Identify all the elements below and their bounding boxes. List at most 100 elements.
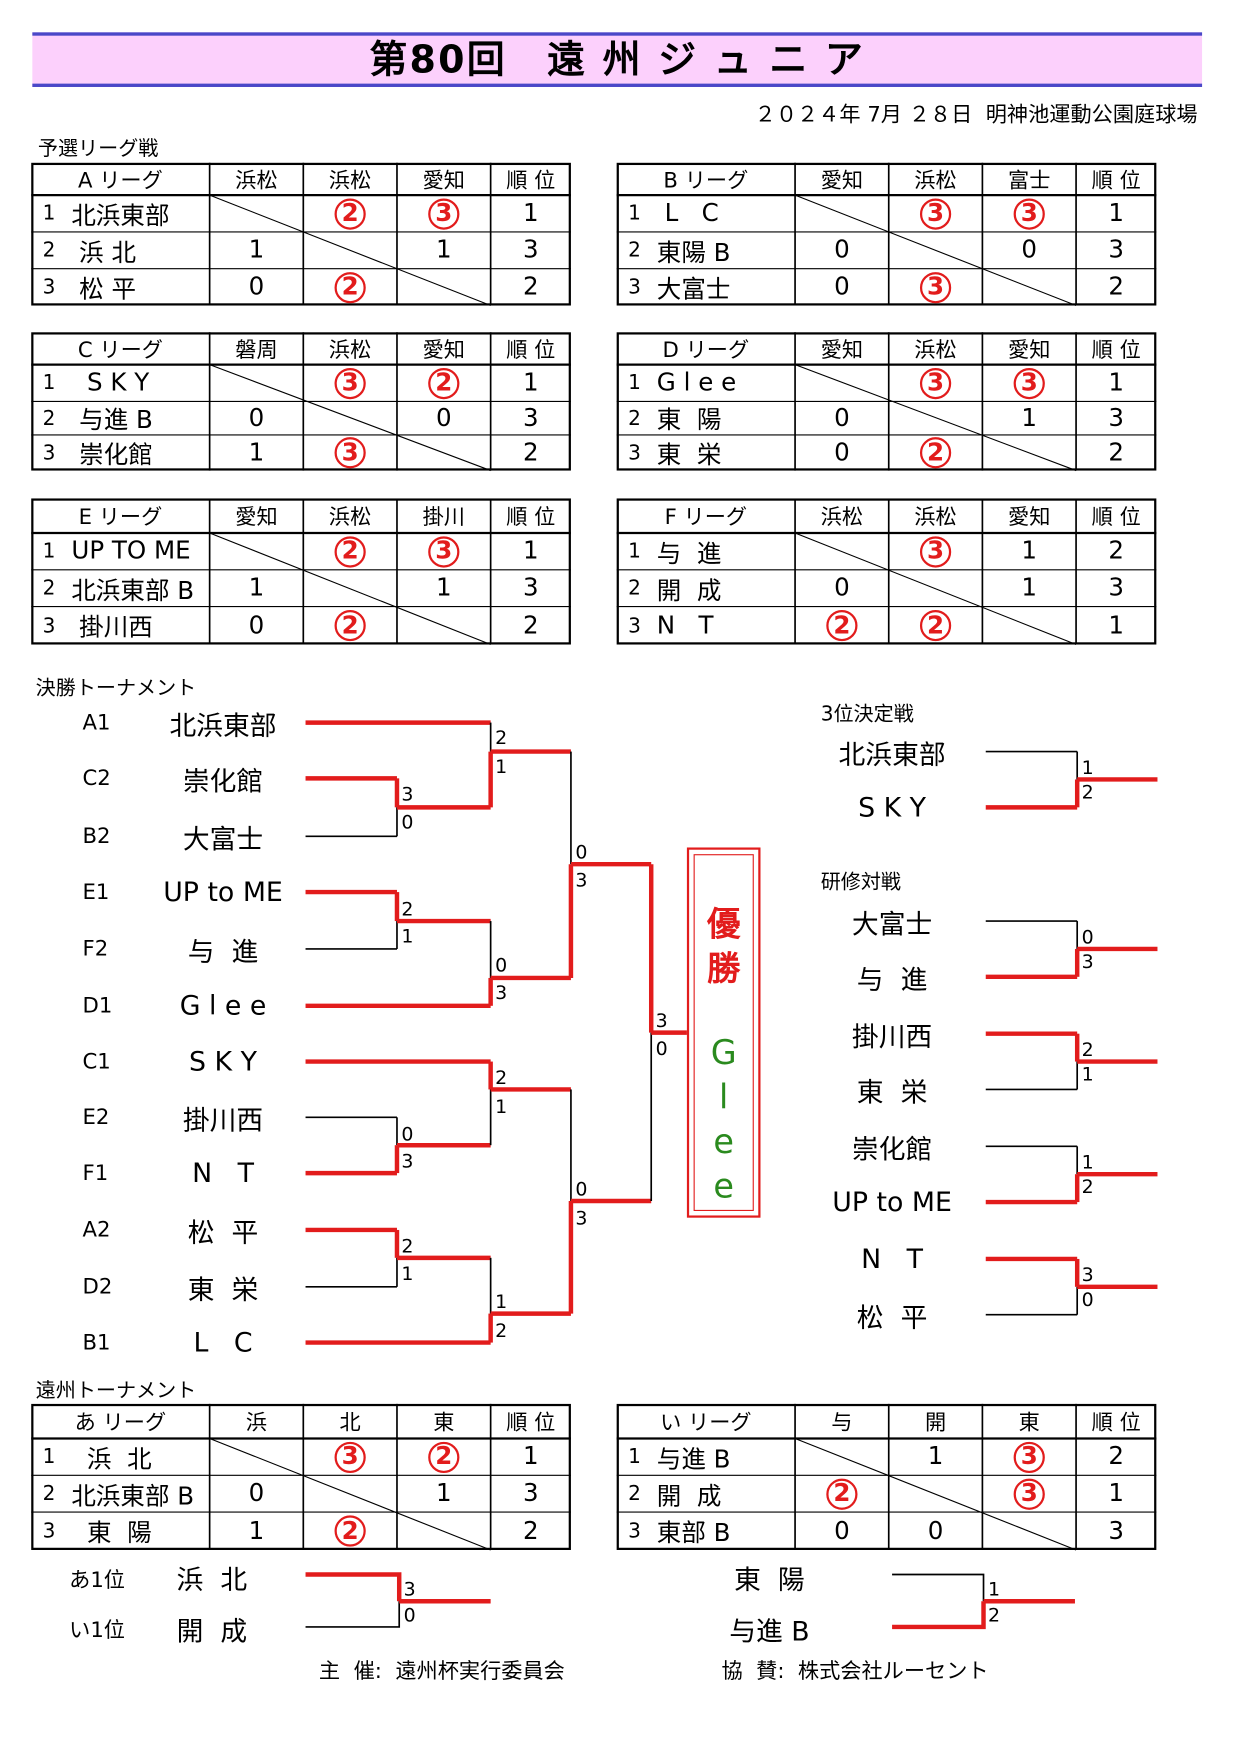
champion-team-char: l — [719, 1077, 729, 1117]
column-header: 浜松 — [914, 505, 957, 530]
team-name: 与進 B — [656, 1445, 731, 1474]
column-header: 浜松 — [328, 168, 372, 193]
side-score: 1 — [1081, 757, 1094, 780]
side-team: 掛川西 — [851, 1020, 933, 1053]
score-cell: 1 — [210, 232, 304, 269]
column-header: 浜松 — [820, 505, 864, 530]
training-label: 研修対戦 — [820, 870, 902, 895]
bracket-team: S K Y — [189, 1045, 257, 1078]
rank-value: 1 — [1108, 199, 1125, 228]
match-score: 3 — [401, 783, 414, 807]
score-cell: 1 — [210, 1512, 304, 1550]
score-value: 0 — [436, 404, 452, 433]
score-cell: 0 — [210, 269, 304, 306]
win-score: 3 — [919, 271, 952, 303]
win-score: 3 — [1013, 1478, 1045, 1510]
match-score: 3 — [575, 1207, 588, 1230]
rank-value: 1 — [522, 199, 539, 228]
score-cell: 1 — [397, 1475, 491, 1512]
table-grid — [616, 498, 1157, 646]
score-cell: 0 — [795, 570, 889, 607]
rank-value: 1 — [522, 537, 539, 566]
score-cell: 0 — [982, 232, 1076, 269]
league-name: A リーグ — [78, 168, 163, 193]
win-score: 2 — [334, 1515, 366, 1547]
match-score: 3 — [655, 1010, 668, 1033]
column-header: 東 — [433, 1410, 455, 1436]
rank-value: 2 — [522, 273, 539, 302]
league-name: い リーグ — [660, 1410, 752, 1436]
row-number: 3 — [628, 441, 641, 465]
bracket-team: 東 栄 — [187, 1274, 259, 1306]
win-score: 3 — [1013, 197, 1045, 230]
rank-value: 1 — [522, 369, 539, 397]
side-score: 1 — [1081, 1151, 1094, 1175]
team-name: L C — [656, 199, 719, 228]
rank-header: 順 位 — [506, 505, 556, 530]
column-header: 浜 — [245, 1410, 268, 1436]
league-name: B リーグ — [663, 168, 749, 193]
score-cell: 3 — [982, 1438, 1076, 1475]
score-value: 1 — [436, 236, 452, 265]
score-cell: 3 — [303, 1438, 397, 1475]
rank-header: 順 位 — [1091, 168, 1141, 193]
enshu-left-lower — [305, 1601, 401, 1628]
win-score: 3 — [428, 535, 460, 568]
column-header: 愛知 — [1008, 337, 1051, 363]
win-score: 2 — [334, 609, 366, 642]
match-score: 1 — [401, 925, 414, 948]
table-grid — [616, 1403, 1157, 1551]
match-score: 3 — [401, 1150, 414, 1174]
enshu-team: 東 陽 — [734, 1563, 805, 1596]
column-header: 愛知 — [422, 337, 465, 363]
team-name: 東陽 B — [656, 239, 731, 268]
seed-label: C2 — [82, 766, 111, 791]
score-cell: 2 — [889, 607, 983, 645]
team-name: 開 成 — [656, 1482, 722, 1511]
score-cell: 3 — [982, 365, 1076, 402]
rank-value: 3 — [1108, 1517, 1125, 1545]
column-header: 東 — [1018, 1410, 1040, 1436]
bracket-team: 掛川西 — [182, 1104, 264, 1136]
team-name: 掛川西 — [71, 614, 153, 643]
enshu-right-upper — [892, 1573, 985, 1602]
side-score: 3 — [1081, 951, 1094, 974]
rank-value: 1 — [1108, 611, 1125, 640]
team-name: 崇化館 — [71, 441, 153, 470]
enshu-score: 3 — [403, 1578, 416, 1602]
score-cell: 1 — [889, 1438, 983, 1475]
row-number: 2 — [628, 1481, 641, 1506]
column-header: 愛知 — [820, 168, 864, 193]
score-cell: 0 — [795, 401, 889, 434]
team-name: 開 成 — [656, 577, 722, 605]
enshu-team: 浜 北 — [176, 1563, 248, 1596]
table-grid — [31, 162, 571, 307]
rank-value: 1 — [1108, 1479, 1125, 1508]
team-name: 与進 B — [71, 407, 153, 435]
column-header: 浜松 — [328, 505, 372, 530]
table-grid — [31, 1403, 571, 1551]
team-name: 浜 北 — [71, 239, 137, 268]
rank-value: 1 — [1108, 369, 1125, 397]
row-number: 3 — [42, 1519, 56, 1543]
league-name: F リーグ — [664, 505, 748, 530]
score-cell: 1 — [982, 401, 1076, 434]
team-name: 松 平 — [71, 275, 137, 304]
row-number: 1 — [42, 1445, 56, 1469]
rank-header: 順 位 — [506, 337, 556, 363]
score-cell: 0 — [795, 435, 889, 471]
score-cell: 3 — [889, 365, 983, 402]
score-cell: 0 — [795, 1512, 889, 1550]
seed-label: F1 — [82, 1160, 109, 1186]
column-header: 浜松 — [328, 337, 372, 363]
column-header: 浜松 — [914, 168, 957, 193]
seed-label: F2 — [82, 936, 109, 962]
score-cell: 1 — [397, 570, 491, 607]
side-score: 2 — [1081, 781, 1094, 804]
final-tournament-label: 決勝トーナメント — [35, 676, 197, 701]
score-cell: 2 — [397, 365, 491, 402]
rank-header: 順 位 — [506, 1410, 556, 1436]
